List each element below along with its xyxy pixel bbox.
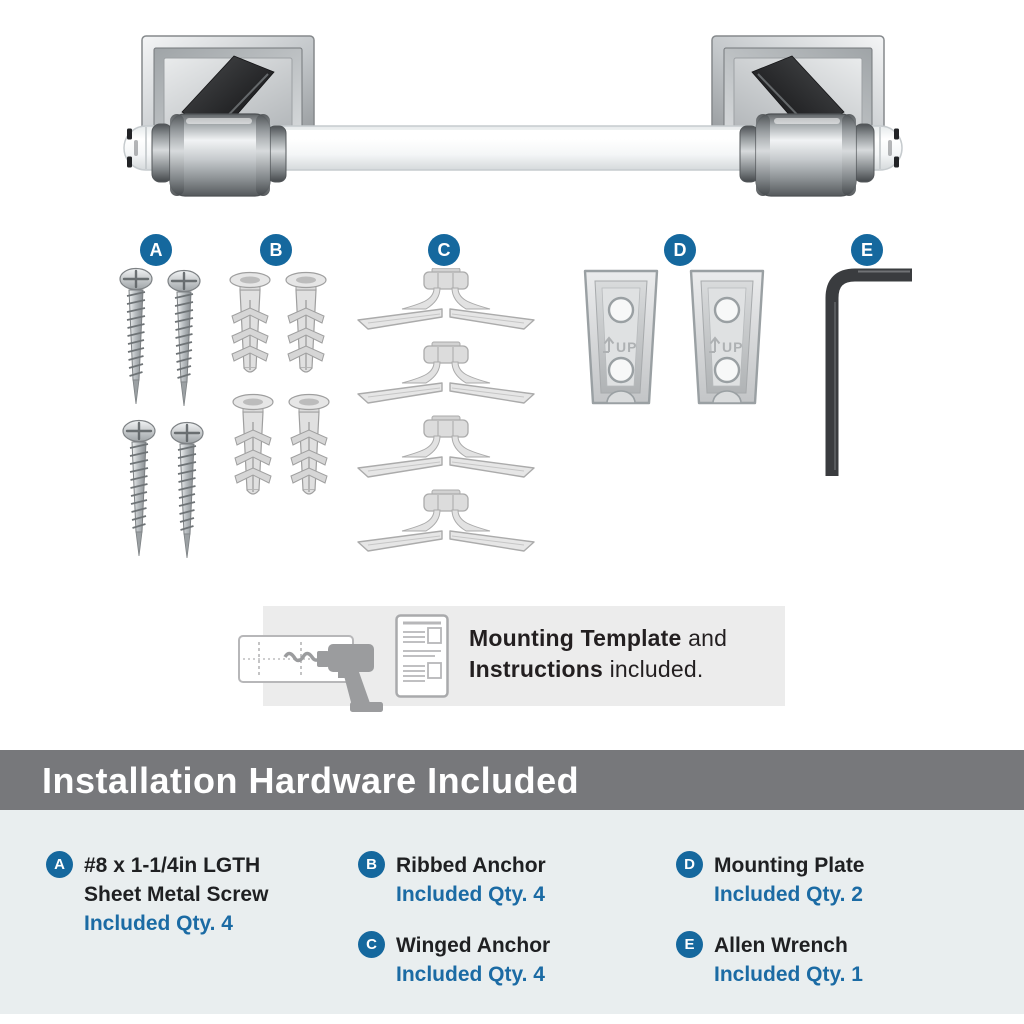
part-label-e: E: [851, 234, 883, 266]
legend-item-mounting-plate: D Mounting Plate Included Qty. 2: [676, 851, 865, 909]
legend-item-screw: A #8 x 1-1/4in LGTH Sheet Metal Screw In…: [46, 851, 268, 938]
mounting-template-note: Mounting Template and Instructions inclu…: [469, 623, 727, 685]
note-rest-2: included.: [603, 656, 704, 682]
mounting-template-note-box: Mounting Template and Instructions inclu…: [238, 606, 785, 712]
legend-item-winged-anchor: C Winged Anchor Included Qty. 4: [358, 931, 550, 989]
part-label-c: C: [428, 234, 460, 266]
legend-text-b: Ribbed Anchor Included Qty. 4: [396, 851, 546, 909]
note-bold-instructions: Instructions: [469, 656, 604, 682]
ribbed-anchors-icon: [229, 271, 330, 495]
instructions-document-icon: [395, 614, 449, 698]
legend-item-allen-wrench: E Allen Wrench Included Qty. 1: [676, 931, 863, 989]
legend-badge-e: E: [676, 931, 703, 958]
part-name: Ribbed Anchor: [396, 854, 546, 877]
part-qty: Included Qty. 2: [714, 883, 863, 906]
part-name: Sheet Metal Screw: [84, 883, 269, 906]
legend-text-e: Allen Wrench Included Qty. 1: [714, 931, 863, 989]
legend-item-ribbed-anchor: B Ribbed Anchor Included Qty. 4: [358, 851, 546, 909]
note-line-2: Instructions included.: [469, 654, 727, 685]
note-rest-1: and: [681, 625, 728, 651]
towel-bar-product-image: [123, 35, 903, 197]
section-banner: Installation Hardware Included: [0, 750, 1024, 810]
winged-anchors-icon: [357, 268, 535, 552]
part-name: Winged Anchor: [396, 934, 551, 957]
part-label-b: B: [260, 234, 292, 266]
drill-template-icon: [238, 635, 383, 712]
part-label-a: A: [140, 234, 172, 266]
legend-text-a: #8 x 1-1/4in LGTH Sheet Metal Screw Incl…: [84, 851, 268, 938]
part-name: #8 x 1-1/4in LGTH: [84, 854, 261, 877]
legend-badge-a: A: [46, 851, 73, 878]
note-line-1: Mounting Template and: [469, 623, 727, 654]
legend-badge-b: B: [358, 851, 385, 878]
note-bold-mounting-template: Mounting Template: [469, 625, 682, 651]
bar-end-cap-left: [127, 127, 147, 169]
part-label-d: D: [664, 234, 696, 266]
acrylic-bar: [123, 125, 903, 171]
section-title: Installation Hardware Included: [42, 760, 580, 801]
legend-badge-d: D: [676, 851, 703, 878]
bar-post-right: [739, 113, 875, 197]
legend-badge-c: C: [358, 931, 385, 958]
mounting-plates-icon: [583, 269, 765, 405]
sheet-metal-screws-icon: [118, 267, 205, 560]
bar-post-left: [151, 113, 287, 197]
legend-text-d: Mounting Plate Included Qty. 2: [714, 851, 865, 909]
part-qty: Included Qty. 4: [396, 883, 545, 906]
legend-text-c: Winged Anchor Included Qty. 4: [396, 931, 550, 989]
part-name: Mounting Plate: [714, 854, 865, 877]
hardware-legend-section: [0, 810, 1024, 1014]
part-qty: Included Qty. 4: [84, 912, 233, 935]
part-qty: Included Qty. 1: [714, 963, 863, 986]
allen-wrench-icon: [825, 268, 912, 476]
part-qty: Included Qty. 4: [396, 963, 545, 986]
part-name: Allen Wrench: [714, 934, 848, 957]
